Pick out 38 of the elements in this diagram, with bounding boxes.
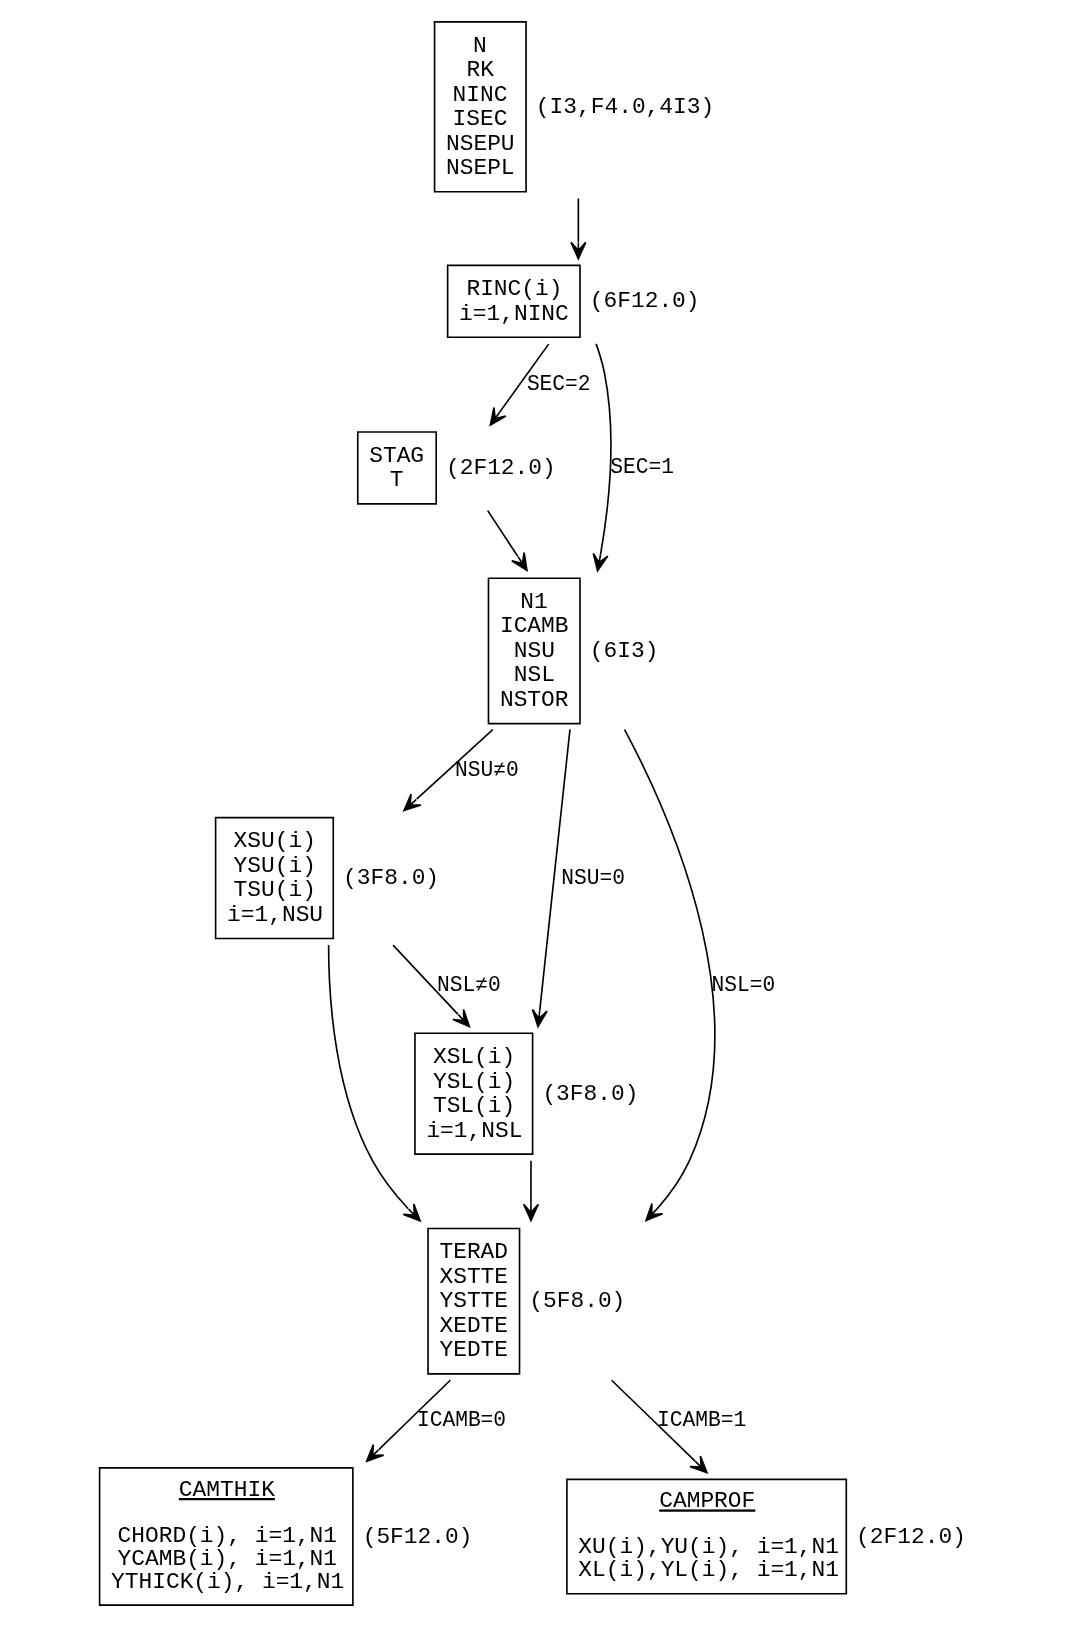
node-box: CAMPROF XU(i),YU(i), i=1,N1 XL(i),YL(i), i=1,N1 — [566, 1478, 848, 1595]
node-label: (5F12.0) — [362, 1523, 473, 1550]
arrow — [327, 944, 421, 1222]
arrow — [489, 343, 550, 426]
node-label: (3F8.0) — [343, 865, 440, 892]
node-label: (5F8.0) — [529, 1288, 626, 1315]
node-label: (3F8.0) — [542, 1080, 639, 1107]
arrow — [592, 343, 612, 572]
node-label: (2F12.0) — [446, 454, 556, 481]
arrow — [403, 728, 494, 812]
arrow — [570, 197, 587, 260]
edge-label: NSU≠0 — [454, 757, 519, 782]
node-box: XSU(i) YSU(i) TSU(i) i=1,NSU — [214, 816, 335, 940]
edge-label: NSU=0 — [561, 865, 625, 890]
node-label: (6I3) — [589, 637, 659, 664]
arrow — [392, 944, 471, 1028]
arrow — [365, 1379, 452, 1463]
arrow — [522, 1160, 540, 1222]
node-box: STAG T — [356, 431, 437, 505]
node-box: N1 ICAMB NSU NSL NSTOR — [487, 577, 581, 725]
node-label: (2F12.0) — [856, 1523, 966, 1550]
node-label: (6F12.0) — [589, 288, 700, 315]
arrow — [623, 728, 716, 1222]
node-box: CAMTHIK CHORD(i), i=1,N1 YCAMB(i), i=1,N1 YTHICK(i), i=1,N1 — [98, 1467, 354, 1606]
node-box: XSL(i) YSL(i) TSL(i) i=1,NSL — [414, 1032, 534, 1155]
edge-label: NSL=0 — [711, 973, 776, 998]
arrow — [486, 509, 528, 572]
node-box: RINC(i) i=1,NINC — [446, 264, 581, 339]
arrow — [531, 728, 571, 1028]
node-label: (I3,F4.0,4I3) — [535, 93, 715, 120]
edge-label: ICAMB=0 — [416, 1408, 507, 1433]
node-box: N RK NINC ISEC NSEPU NSEPL — [433, 21, 527, 193]
arrow — [610, 1379, 708, 1474]
node-box: TERAD XSTTE YSTTE XEDTE YEDTE — [427, 1227, 521, 1375]
edge-label: SEC=2 — [526, 372, 591, 397]
edge-label: NSL≠0 — [437, 973, 501, 998]
edge-label: SEC=1 — [610, 455, 674, 480]
edge-label: ICAMB=1 — [657, 1408, 747, 1433]
